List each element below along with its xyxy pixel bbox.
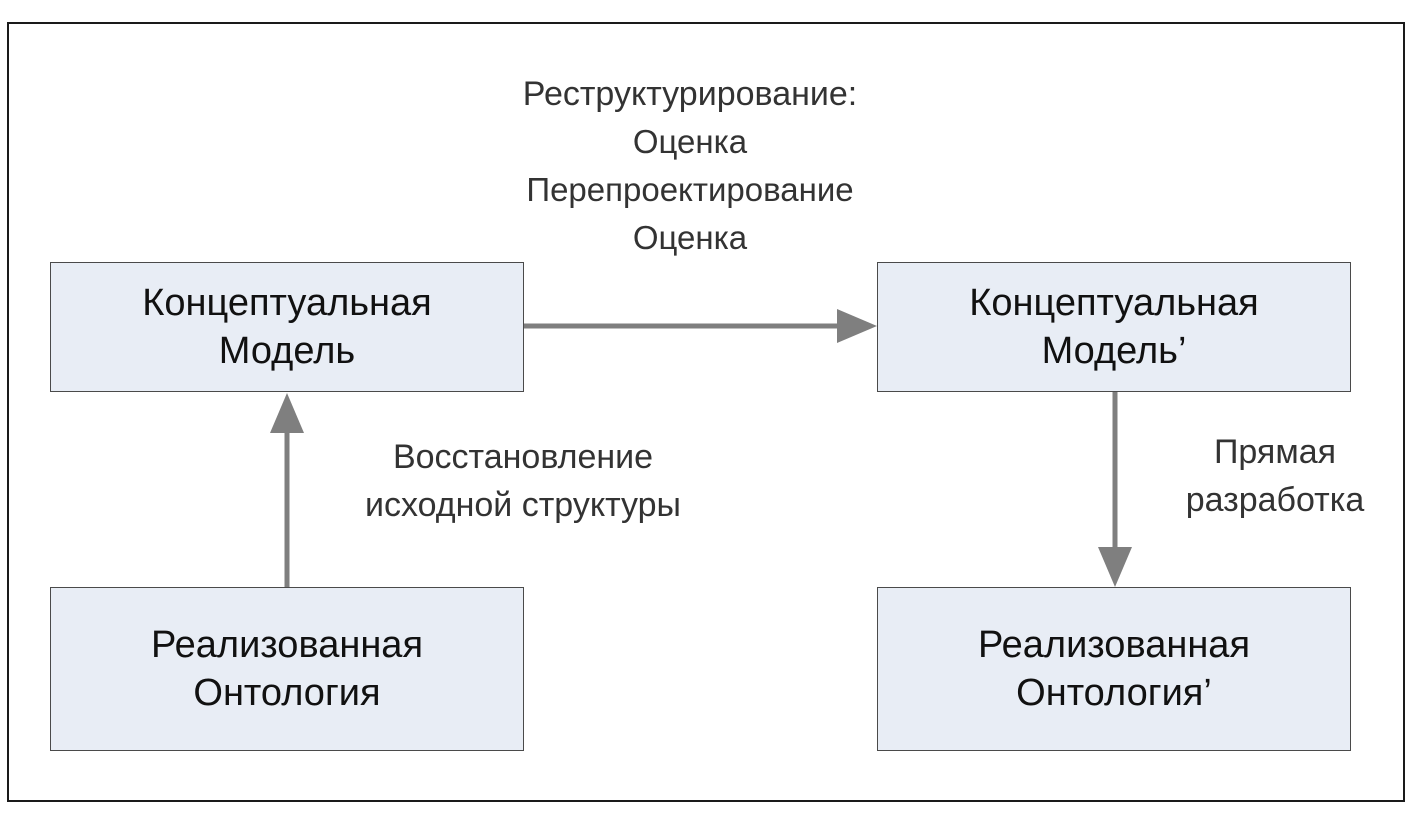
implemented-ontology-line1: Реализованная	[150, 624, 424, 666]
arrow-direct-head	[1098, 547, 1132, 587]
implemented-ontology-prime-box: Реализованная Онтология’	[877, 587, 1351, 751]
arrow-restructuring-head	[837, 309, 877, 343]
restructuring-title: Реструктурирование:	[522, 75, 858, 113]
recovery-line1: Восстановление	[392, 438, 654, 476]
conceptual-model-prime-box: Концептуальная Модель’	[877, 262, 1351, 392]
implemented-ontology-line2: Онтология	[193, 672, 381, 714]
restructuring-step-1: Оценка	[632, 123, 748, 160]
restructuring-step-2: Перепроектирование	[526, 171, 854, 208]
restructuring-label: Реструктурирование: Оценка Перепроектиро…	[440, 70, 940, 262]
implemented-ontology-prime-line2: Онтология’	[1016, 672, 1212, 714]
direct-development-label: Прямая разработка	[1150, 428, 1400, 524]
conceptual-model-line2: Модель	[218, 330, 356, 372]
conceptual-model-prime-line2: Модель’	[1041, 330, 1187, 372]
recovery-line2: исходной структуры	[364, 486, 681, 524]
arrow-recovery-head	[270, 393, 304, 433]
direct-line2: разработка	[1185, 481, 1365, 519]
direct-line1: Прямая	[1213, 433, 1337, 471]
conceptual-model-box: Концептуальная Модель	[50, 262, 524, 392]
restructuring-step-3: Оценка	[632, 219, 748, 256]
conceptual-model-line1: Концептуальная	[142, 282, 432, 324]
recovery-label: Восстановление исходной структуры	[300, 433, 746, 529]
implemented-ontology-prime-line1: Реализованная	[977, 624, 1251, 666]
implemented-ontology-box: Реализованная Онтология	[50, 587, 524, 751]
conceptual-model-prime-line1: Концептуальная	[969, 282, 1259, 324]
